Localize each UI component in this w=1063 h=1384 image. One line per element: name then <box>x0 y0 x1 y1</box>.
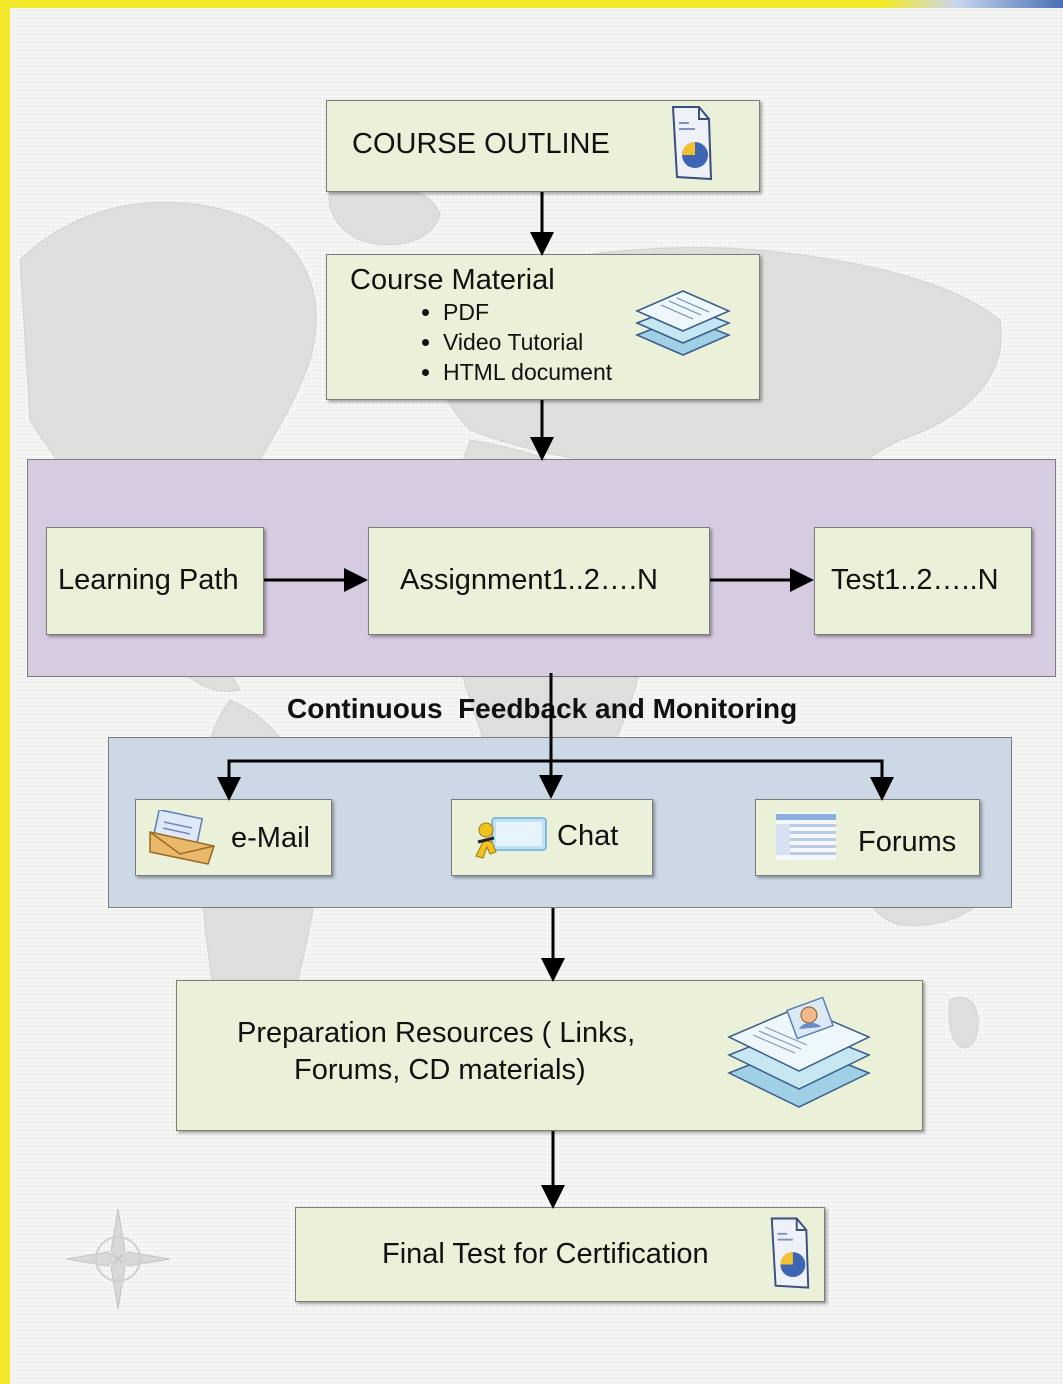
envelope-icon <box>149 810 215 865</box>
assignment-box: Assignment1..2….N <box>368 527 710 635</box>
course-outline-box: COURSE OUTLINE <box>326 100 760 192</box>
course-material-list: PDF Video Tutorial HTML document <box>413 297 612 387</box>
final-test-box: Final Test for Certification <box>295 1207 825 1302</box>
chat-label: Chat <box>557 820 619 852</box>
chat-box: Chat <box>451 799 653 876</box>
learning-path-label: Learning Path <box>58 564 239 596</box>
preparation-line-1: Preparation Resources ( Links, <box>237 1017 636 1049</box>
chat-buddy-icon <box>475 817 547 859</box>
forums-box: Forums <box>755 799 980 876</box>
assignment-label: Assignment1..2….N <box>400 564 658 596</box>
feedback-monitoring-label: Continuous Feedback and Monitoring <box>287 693 798 724</box>
preparation-resources-box: Preparation Resources ( Links, Forums, C… <box>176 980 923 1131</box>
forums-label: Forums <box>858 826 957 858</box>
list-item: HTML document <box>443 357 612 387</box>
document-chart-icon <box>671 106 713 181</box>
test-label: Test1..2…..N <box>831 564 999 596</box>
email-label: e-Mail <box>231 822 310 854</box>
course-outline-title: COURSE OUTLINE <box>352 128 610 160</box>
final-test-title: Final Test for Certification <box>382 1238 709 1270</box>
test-box: Test1..2…..N <box>814 527 1032 635</box>
course-material-box: Course Material PDF Video Tutorial HTML … <box>326 254 760 400</box>
stacked-pages-icon <box>635 290 731 356</box>
email-box: e-Mail <box>135 799 332 876</box>
learning-path-box: Learning Path <box>46 527 264 635</box>
top-accent-strip <box>885 0 1063 8</box>
preparation-line-2: Forums, CD materials) <box>294 1054 586 1086</box>
profile-pages-icon <box>727 996 871 1108</box>
course-material-title: Course Material <box>350 264 555 296</box>
list-item: Video Tutorial <box>443 327 612 357</box>
forum-list-icon <box>776 812 836 860</box>
document-chart-icon <box>770 1217 810 1289</box>
list-item: PDF <box>443 297 612 327</box>
compass-rose-icon <box>65 1208 171 1310</box>
